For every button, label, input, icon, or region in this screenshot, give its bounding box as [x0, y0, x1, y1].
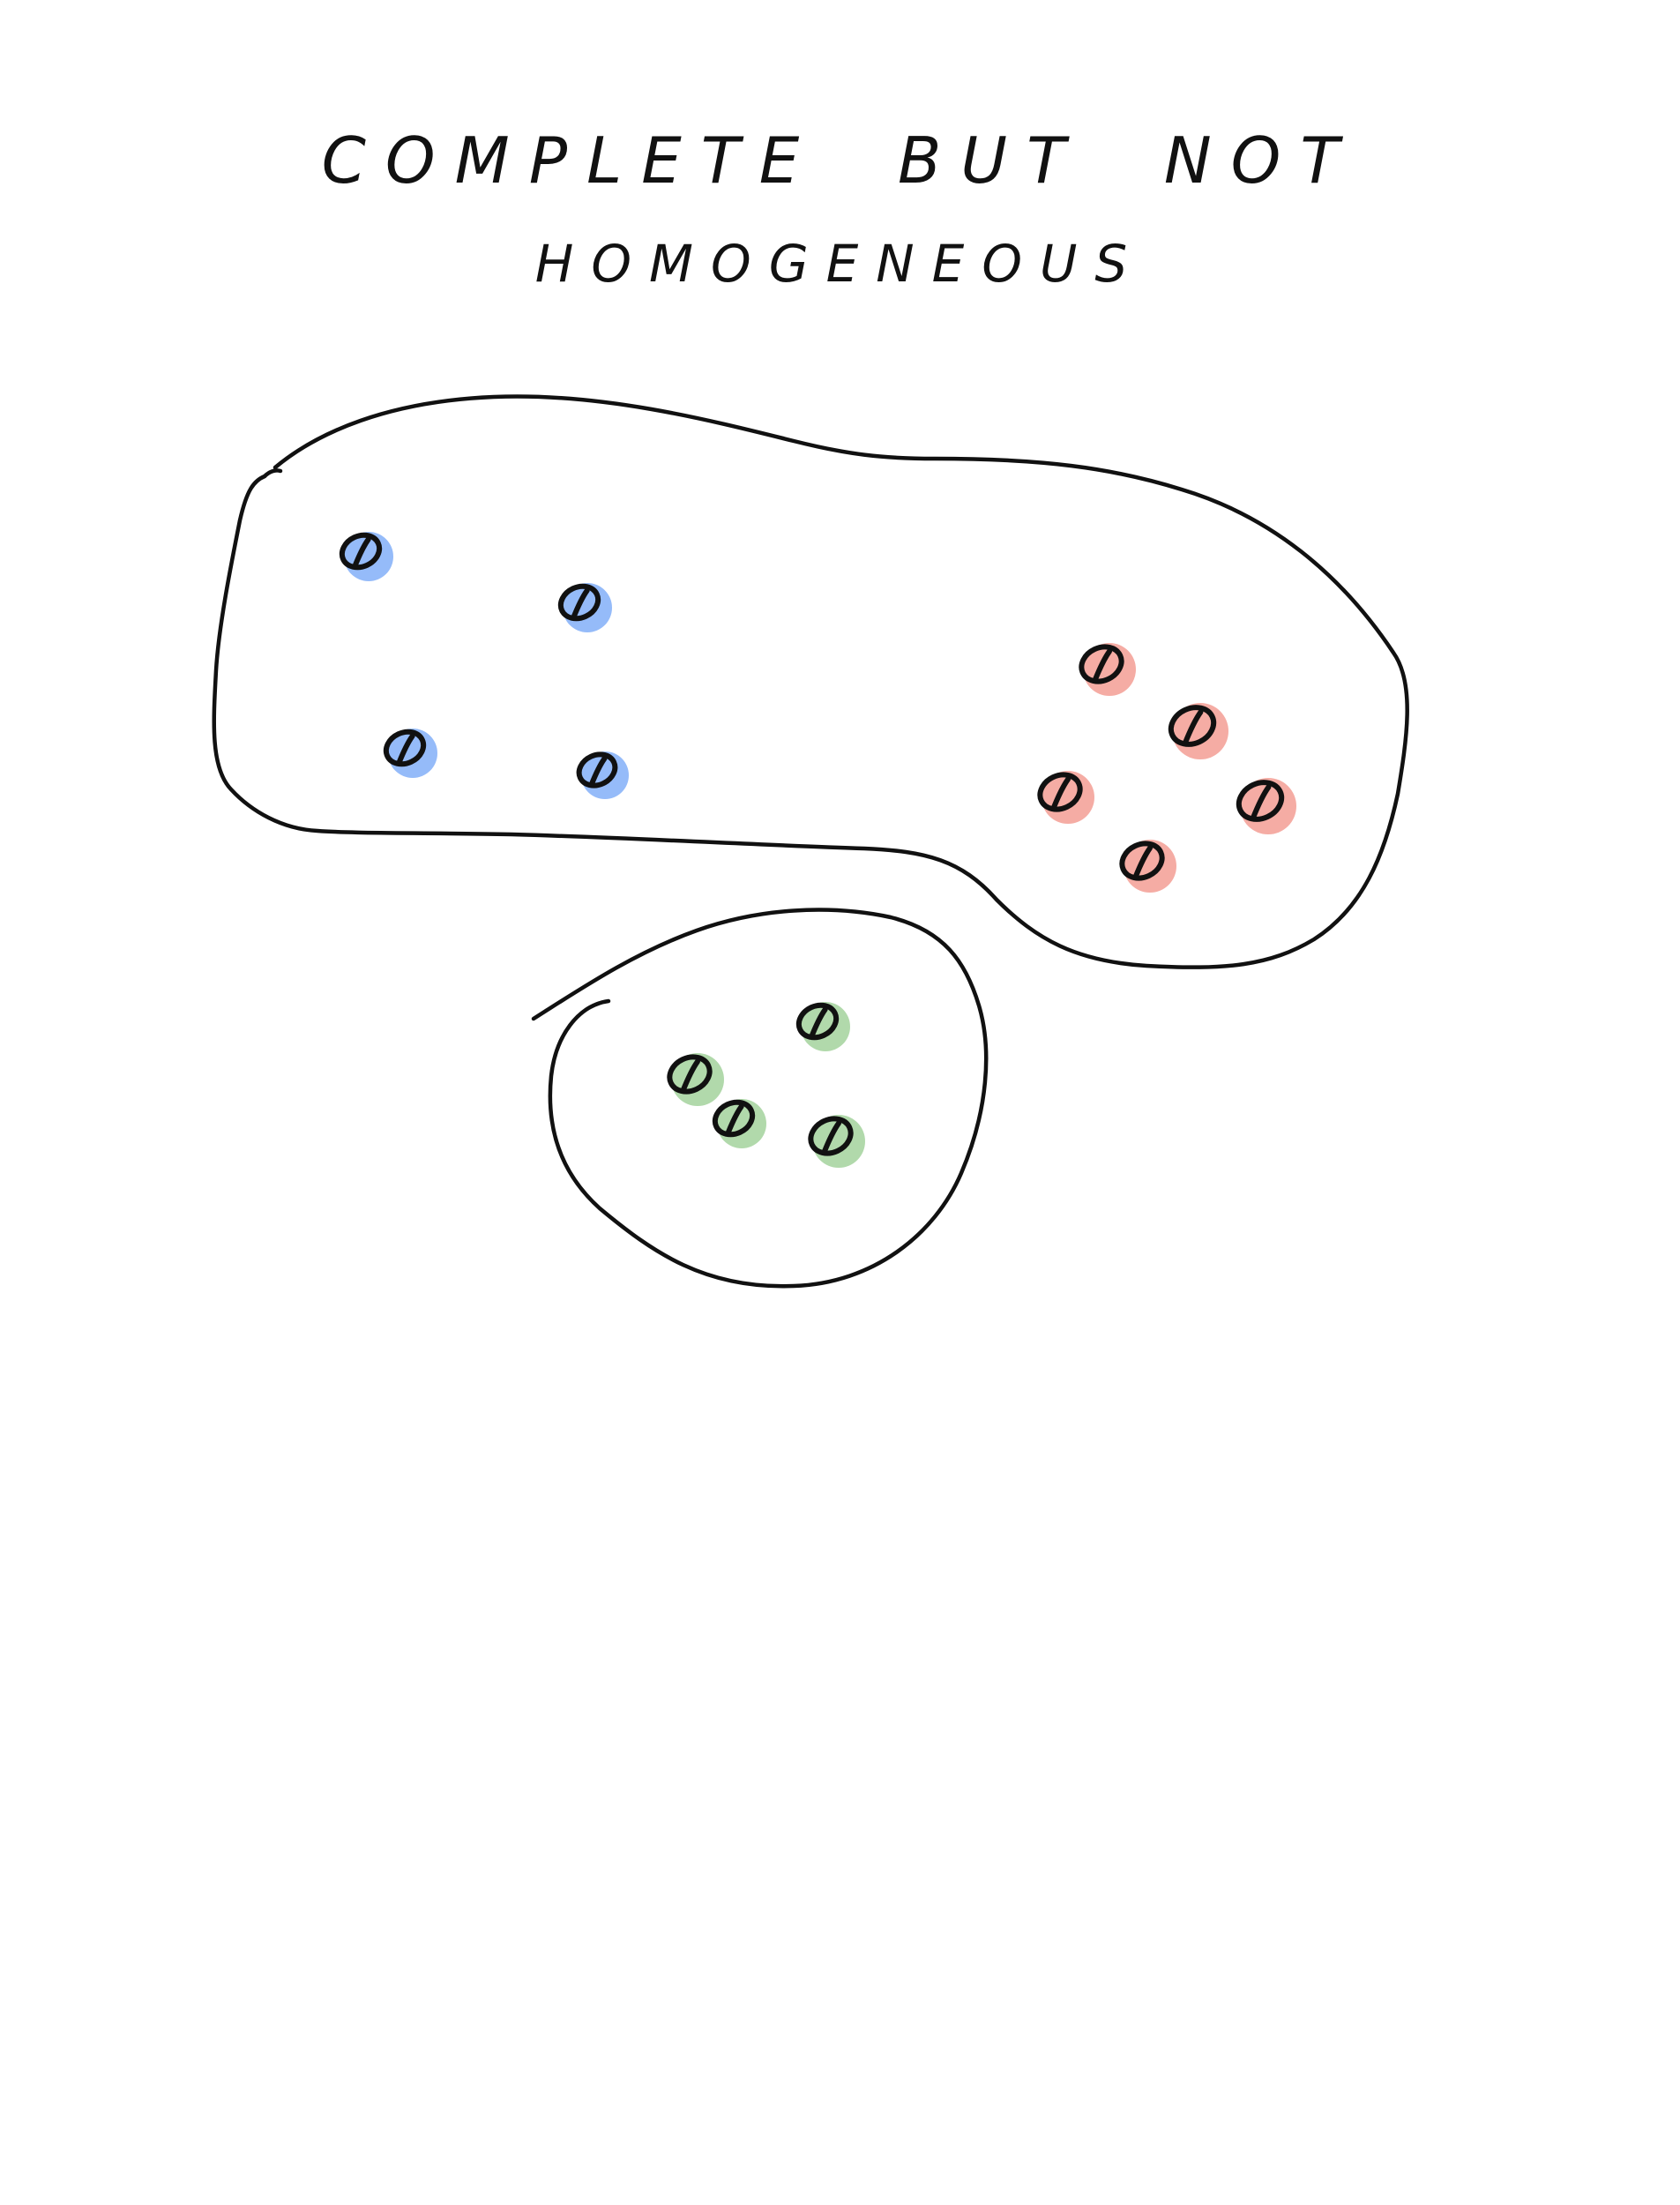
red-point-2-outline — [1168, 705, 1217, 747]
red-point-2-stroke — [1182, 709, 1204, 746]
red-point-4-stroke — [1250, 784, 1272, 821]
blue-point-2-outline — [557, 583, 601, 622]
red-point-5-outline — [1119, 841, 1165, 881]
diagram-title-line-1: COMPLETE BUT NOT — [321, 123, 1359, 198]
green-point-4-stroke — [821, 1120, 841, 1155]
green-point-4-outline — [808, 1116, 854, 1156]
red-point-1-outline — [1079, 644, 1124, 684]
green-point-2-outline — [667, 1054, 713, 1095]
blue-point-4-outline — [576, 751, 618, 789]
diagram-title-line-2: HOMOGENEOUS — [534, 234, 1146, 294]
red-point-4-outline — [1236, 780, 1285, 822]
blue-point-4-stroke — [588, 756, 608, 788]
blue-point-1-outline — [339, 532, 383, 571]
large-cluster-outline — [212, 394, 1409, 969]
blue-point-3-stroke — [396, 733, 415, 766]
green-point-3-outline — [712, 1099, 756, 1138]
red-point-3-stroke — [1050, 776, 1071, 811]
red-point-3-outline — [1037, 772, 1083, 812]
green-point-2-stroke — [680, 1058, 700, 1094]
blue-point-1-stroke — [352, 536, 371, 570]
green-point-1-stroke — [809, 1006, 828, 1040]
green-point-3-stroke — [725, 1103, 744, 1137]
red-point-1-stroke — [1092, 648, 1112, 684]
red-point-5-stroke — [1132, 845, 1153, 880]
blue-point-3-outline — [383, 729, 427, 767]
green-point-1-outline — [795, 1002, 840, 1041]
points-layer — [339, 532, 1296, 1168]
small-cluster-outline — [531, 908, 989, 1289]
large-cluster-outline-tail — [262, 468, 283, 479]
blue-point-2-stroke — [571, 587, 590, 621]
